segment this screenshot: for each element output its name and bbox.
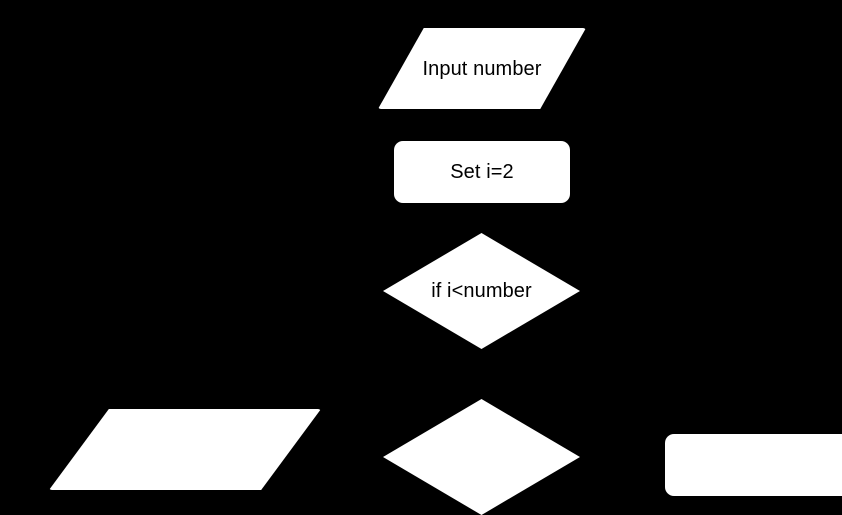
flowchart-node-bottom-left-io[interactable] (49, 409, 321, 490)
flowchart-node-input-number[interactable]: Input number (378, 28, 586, 109)
flowchart-node-set-i[interactable]: Set i=2 (394, 141, 570, 203)
flowchart-canvas: Input number Set i=2 if i<number (49, 28, 842, 515)
flowchart-node-bottom-decision[interactable] (383, 399, 580, 515)
node-label-input-number: Input number (422, 57, 542, 80)
node-label-set-i: Set i=2 (450, 161, 514, 183)
node-label-if-i-lt-number: if i<number (431, 280, 532, 302)
flowchart-node-if-i-lt-number[interactable]: if i<number (383, 233, 580, 349)
flowchart-node-bottom-right-process[interactable] (665, 434, 842, 496)
